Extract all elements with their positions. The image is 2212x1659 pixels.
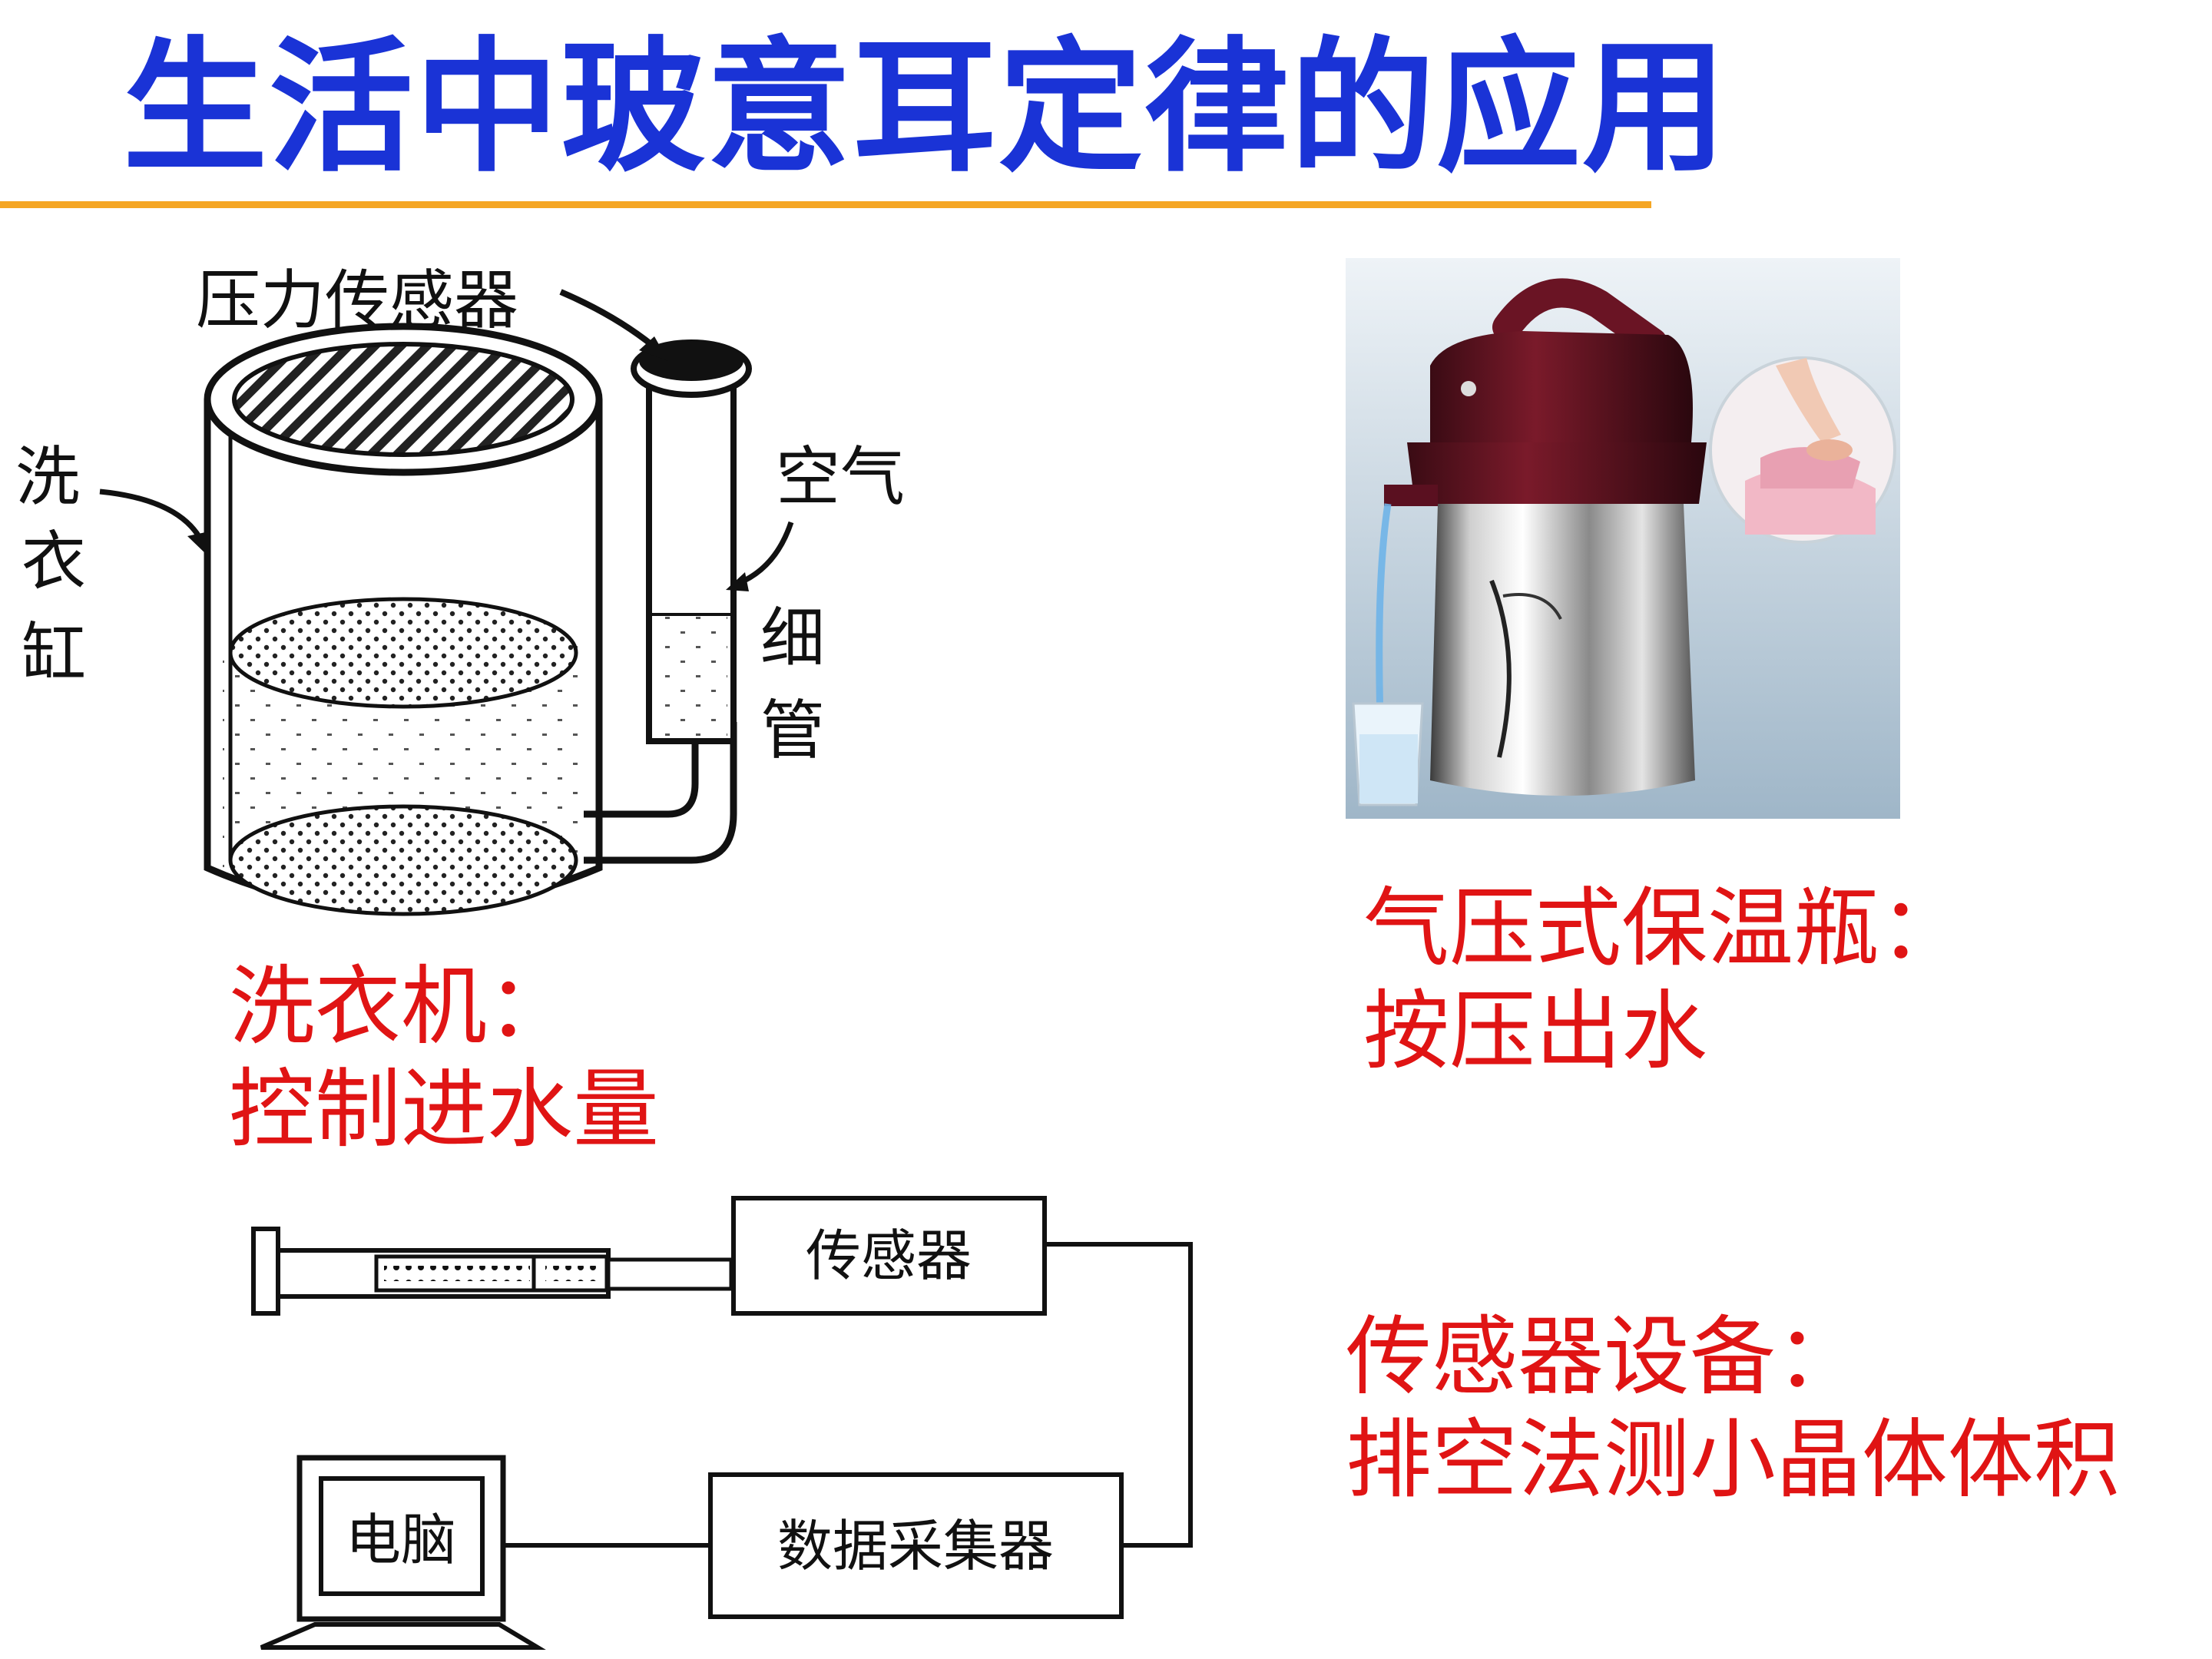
label-pressure-sensor: 压力传感器 [196, 263, 518, 338]
label-air: 空气 [776, 439, 905, 515]
sensor-box [731, 1196, 1047, 1316]
computer-label: 电脑 [346, 1508, 456, 1572]
sensor-box-label: 传感器 [806, 1224, 972, 1288]
washer-diagram: 压力传感器 洗 衣 缸 空气 细 管 [15, 263, 905, 916]
washer-caption-line2: 控制进水量 [229, 1060, 659, 1160]
water-bottom [228, 804, 578, 916]
thermos-photo [1346, 258, 1900, 819]
thermos-caption-line2: 按压出水 [1363, 982, 1707, 1081]
water-surface [228, 597, 578, 709]
title-underline [0, 201, 1651, 208]
syringe-plunger-end [251, 1227, 280, 1316]
label-tube-2: 管 [760, 693, 825, 768]
label-tank-2: 衣 [22, 524, 86, 599]
page-title: 生活中玻意耳定律的应用 [123, 24, 1728, 192]
label-tube-1: 细 [760, 601, 825, 676]
washer-caption-line1: 洗衣机： [229, 957, 573, 1057]
sensor-caption-line2: 排空法测小晶体体积 [1346, 1410, 2120, 1510]
data-collector-label: 数据采集器 [777, 1514, 1054, 1578]
sensor-caption-line1: 传感器设备： [1346, 1307, 1862, 1407]
thermos-caption-line1: 气压式保温瓶： [1363, 879, 1965, 979]
sensor-setup-diagram: 传感器 数据采集器 电脑 [251, 1196, 1193, 1650]
label-tank-1: 洗 [15, 439, 80, 515]
label-tank-3: 缸 [22, 616, 86, 691]
computer-keyboard [260, 1622, 546, 1650]
